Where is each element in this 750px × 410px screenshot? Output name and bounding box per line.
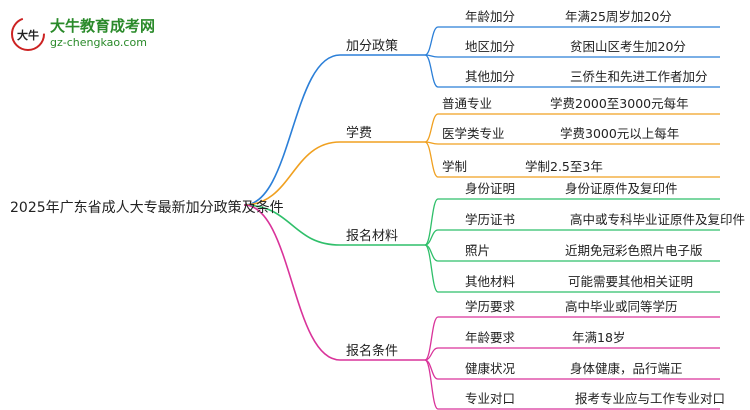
leaf-label: 照片 xyxy=(465,243,490,258)
leaf-value: 学费2000至3000元每年 xyxy=(550,96,689,111)
leaf-label: 专业对口 xyxy=(465,391,515,406)
leaf-value: 身体健康，品行端正 xyxy=(570,361,683,376)
leaf-label: 其他加分 xyxy=(465,69,515,84)
leaf-connector xyxy=(424,229,439,246)
leaf-value: 年满25周岁加20分 xyxy=(565,9,672,24)
leaf-connector xyxy=(424,113,439,143)
connector-lines xyxy=(243,26,720,410)
branch-connector xyxy=(243,141,341,206)
leaf-value: 近期免冠彩色照片电子版 xyxy=(565,243,703,258)
leaf-label: 学制 xyxy=(442,159,467,174)
root-topic: 2025年广东省成人大专最新加分政策及条件 xyxy=(10,199,284,216)
leaf-label: 学历要求 xyxy=(465,299,516,314)
leaf-value: 年满18岁 xyxy=(572,330,625,345)
leaf-value: 贫困山区考生加20分 xyxy=(570,39,686,54)
branch-tuition: 学费 xyxy=(346,125,372,141)
leaf-value: 学费3000元以上每年 xyxy=(560,126,679,141)
leaf-label: 普通专业 xyxy=(442,96,492,111)
leaf-connector xyxy=(424,244,439,293)
branch-application-conditions: 报名条件 xyxy=(346,343,398,359)
leaf-value: 三侨生和先进工作者加分 xyxy=(570,69,708,84)
leaf-label: 身份证明 xyxy=(465,181,515,196)
branch-connector xyxy=(243,54,341,206)
branch-bonus-policy: 加分政策 xyxy=(346,38,398,54)
branch-connector xyxy=(243,204,341,246)
logo-url: gz-chengkao.com xyxy=(50,36,147,49)
leaf-label: 健康状况 xyxy=(465,361,516,376)
leaf-value: 学制2.5至3年 xyxy=(525,159,603,174)
leaf-label: 地区加分 xyxy=(465,39,515,54)
leaf-connector xyxy=(424,316,439,361)
leaf-label: 学历证书 xyxy=(465,212,515,227)
leaf-connector xyxy=(424,141,439,178)
logo-mark-text: 大牛 xyxy=(17,28,39,42)
leaf-connector xyxy=(424,198,439,246)
leaf-value: 可能需要其他相关证明 xyxy=(568,274,693,289)
logo-mark-icon: 大牛 xyxy=(11,17,45,51)
leaf-label: 医学类专业 xyxy=(442,126,505,141)
leaf-label: 其他材料 xyxy=(465,274,516,289)
leaf-value: 高中毕业或同等学历 xyxy=(565,299,678,314)
site-logo[interactable]: 大牛 大牛教育成考网 gz-chengkao.com xyxy=(10,12,180,52)
leaf-label: 年龄要求 xyxy=(465,330,516,345)
leaf-connector xyxy=(424,26,439,56)
leaf-label: 年龄加分 xyxy=(465,9,515,24)
logo-title: 大牛教育成考网 xyxy=(50,17,156,35)
leaf-value: 报考专业应与工作专业对口 xyxy=(575,391,725,406)
leaf-connector xyxy=(424,54,439,88)
branch-connector xyxy=(243,204,341,361)
leaf-connector xyxy=(424,359,439,410)
leaf-value: 高中或专科毕业证原件及复印件 xyxy=(570,212,745,227)
branch-application-materials: 报名材料 xyxy=(346,228,398,244)
leaf-value: 身份证原件及复印件 xyxy=(565,181,678,196)
